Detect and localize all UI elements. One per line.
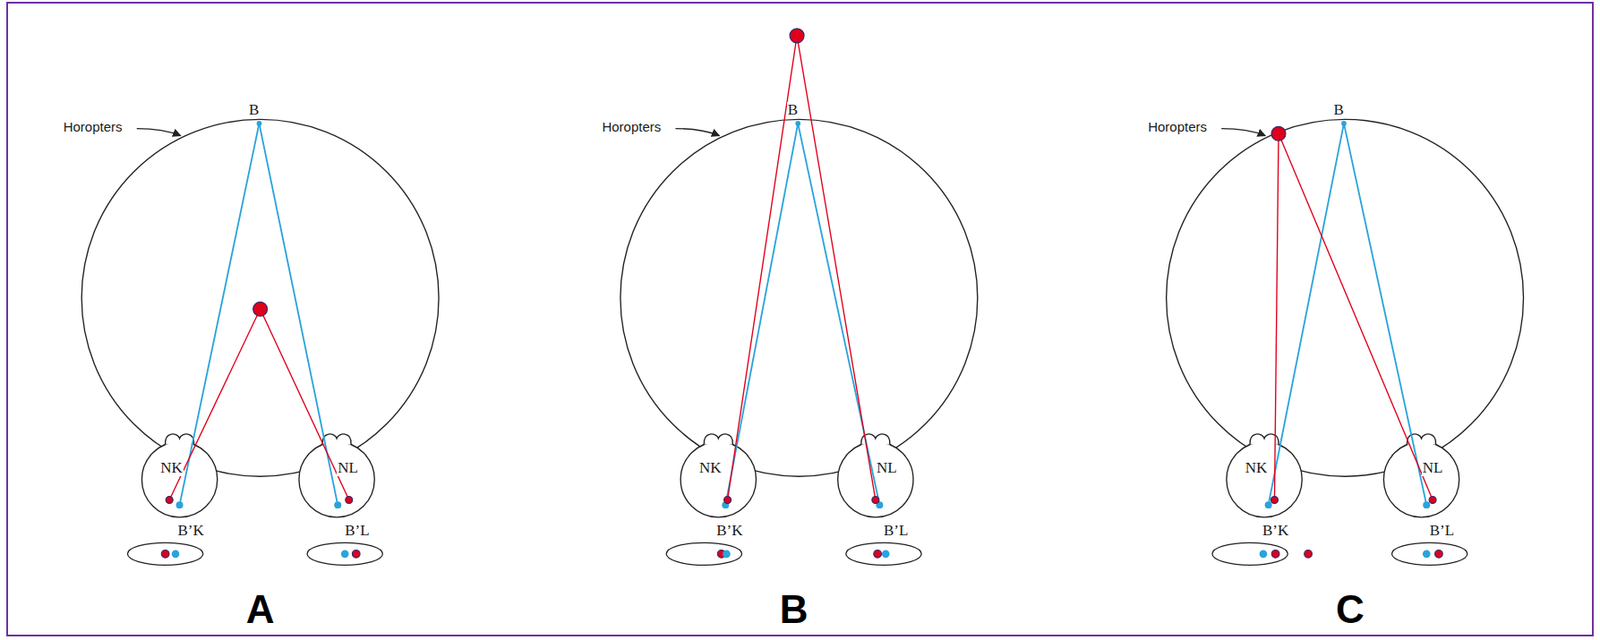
visual-line xyxy=(179,123,260,505)
retina-dot xyxy=(161,550,170,559)
frame-border xyxy=(7,2,1593,636)
retina-map xyxy=(1392,542,1468,565)
point-label: B xyxy=(1333,102,1345,120)
object-point xyxy=(253,301,268,317)
visual-line xyxy=(797,123,880,505)
retinal-point xyxy=(724,496,732,504)
retina-dot xyxy=(1435,550,1444,559)
leader-arrow xyxy=(1221,128,1266,137)
retina-map xyxy=(307,542,383,565)
eyeball xyxy=(680,441,756,517)
retina-dot xyxy=(171,550,180,559)
point-label: NK xyxy=(1244,460,1269,478)
visual-line xyxy=(1268,123,1344,505)
retinal-point xyxy=(1428,496,1437,504)
callout-label: Horopters xyxy=(63,119,123,136)
cornea xyxy=(322,434,351,445)
callout-label: Horopters xyxy=(601,119,661,136)
point-label: NK xyxy=(698,460,723,478)
object-line xyxy=(260,308,350,500)
retina-dot xyxy=(1259,550,1268,559)
fixation-point xyxy=(256,120,263,127)
retinal-point xyxy=(1265,501,1273,509)
object-point xyxy=(1271,126,1286,141)
horopter-panel xyxy=(81,119,439,565)
horopter-circle xyxy=(1166,119,1524,477)
retina-dot xyxy=(1271,550,1280,559)
point-label: B xyxy=(787,102,799,120)
eyeball xyxy=(838,441,914,517)
point-label: B’K xyxy=(715,522,744,540)
point-label: B’L xyxy=(882,522,909,540)
point-label: B xyxy=(248,102,260,120)
retinal-point xyxy=(333,501,342,509)
retina-dot xyxy=(1304,550,1313,559)
retina-dot xyxy=(722,550,731,559)
retina-dot xyxy=(351,550,360,559)
eyeball xyxy=(1226,441,1302,517)
panel-letter: B xyxy=(779,588,809,632)
point-label: B’L xyxy=(343,522,370,540)
panel-letter: A xyxy=(246,588,275,632)
horopter-circle xyxy=(620,119,978,477)
fixation-point xyxy=(795,120,801,127)
leader-arrow xyxy=(136,128,181,137)
object-line xyxy=(1278,133,1433,500)
retina-dot xyxy=(341,550,350,559)
retinal-point xyxy=(872,496,880,504)
horopter-circle xyxy=(81,119,439,477)
retina-dot xyxy=(873,550,882,559)
retinal-point xyxy=(1422,501,1430,509)
visual-line xyxy=(1343,123,1427,505)
retina-dot xyxy=(881,550,890,559)
point-label: NL xyxy=(1421,460,1445,478)
point-label: B’L xyxy=(1428,522,1455,540)
visual-line xyxy=(258,123,338,505)
retina-map xyxy=(1212,542,1288,565)
point-label: NL xyxy=(336,460,360,478)
callout-label: Horopters xyxy=(1147,119,1207,136)
retinal-point xyxy=(176,501,184,509)
visual-line xyxy=(725,123,798,505)
point-label: NL xyxy=(875,460,899,478)
cornea xyxy=(1249,434,1279,445)
retina-map xyxy=(666,542,742,565)
retinal-point xyxy=(165,496,173,504)
fixation-point xyxy=(1341,120,1347,127)
horopter-panel xyxy=(1166,119,1524,565)
cornea xyxy=(703,434,733,445)
object-line xyxy=(1274,133,1279,500)
retina-dot xyxy=(1422,550,1431,559)
eyeball xyxy=(299,441,375,517)
retina-map xyxy=(846,542,922,565)
point-label: B’K xyxy=(1261,522,1290,540)
leader-arrow xyxy=(675,128,719,137)
retinal-point xyxy=(345,496,353,504)
cornea xyxy=(165,434,195,445)
retina-map xyxy=(127,542,203,565)
point-label: NK xyxy=(159,460,184,478)
retinal-point xyxy=(1270,496,1278,504)
horopter-panel xyxy=(620,28,978,565)
point-label: B’K xyxy=(176,522,205,540)
object-point xyxy=(789,28,805,43)
panel-letter: C xyxy=(1335,588,1365,632)
object-line xyxy=(796,35,876,501)
